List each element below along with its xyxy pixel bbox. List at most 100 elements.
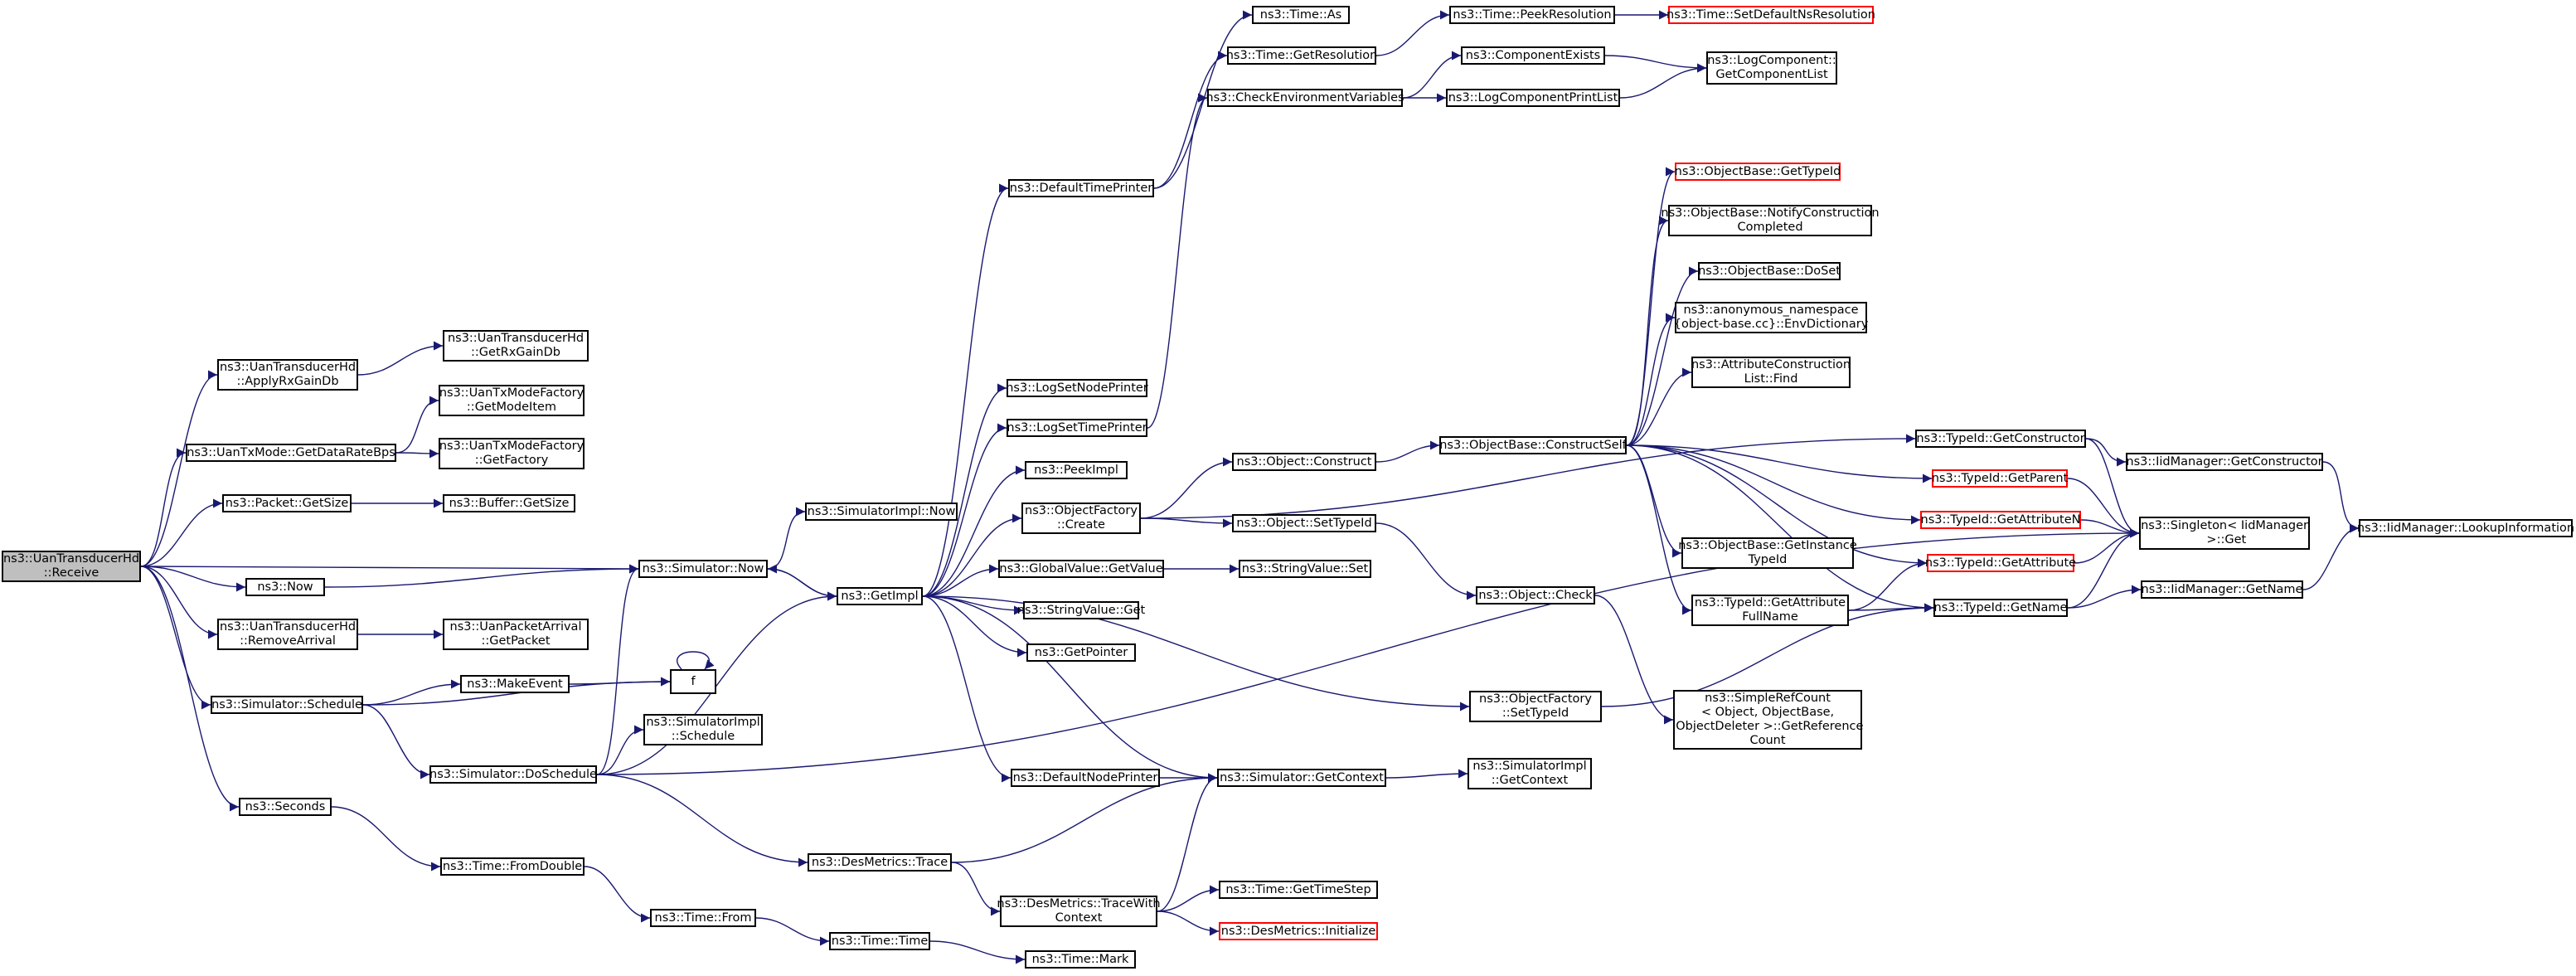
node-dminit[interactable]: ns3::DesMetrics::Initialize — [1219, 922, 1378, 940]
node-simgetctx[interactable]: ns3::Simulator::GetContext — [1217, 769, 1386, 787]
node-simnow[interactable]: ns3::Simulator::Now — [638, 560, 768, 578]
edge-dosched-to-getimpl — [596, 591, 837, 775]
edge-getimpl-to-defnodeprinter — [922, 595, 1011, 783]
edge-dosched-to-simnow — [596, 564, 639, 775]
edge-obconstructself-to-obgetinst — [1626, 444, 1682, 558]
edge-getimpl-to-gvgetvalue — [922, 564, 999, 597]
node-simimplgetctx[interactable]: ns3::SimulatorImpl ::GetContext — [1467, 758, 1592, 789]
node-getmodeitem[interactable]: ns3::UanTxModeFactory ::GetModeItem — [439, 385, 585, 416]
edge-tidgetctor-to-iidgetctor — [2085, 438, 2127, 467]
node-timepeekres[interactable]: ns3::Time::PeekResolution — [1449, 6, 1615, 24]
node-compexists[interactable]: ns3::ComponentExists — [1461, 46, 1605, 65]
node-ofcreate[interactable]: ns3::ObjectFactory ::Create — [1021, 503, 1141, 534]
node-gvgetvalue[interactable]: ns3::GlobalValue::GetValue — [998, 560, 1164, 578]
node-obnotify[interactable]: ns3::ObjectBase::NotifyConstruction Comp… — [1661, 205, 1880, 236]
node-receive[interactable]: ns3::UanTransducerHd ::Receive — [2, 551, 141, 582]
node-f[interactable]: f — [670, 669, 716, 694]
node-getfactory[interactable]: ns3::UanTxModeFactory ::GetFactory — [439, 438, 585, 469]
node-logsetnode[interactable]: ns3::LogSetNodePrinter — [1006, 379, 1148, 397]
node-singletonget[interactable]: ns3::Singleton< IidManager >::Get — [2139, 517, 2310, 550]
node-seconds[interactable]: ns3::Seconds — [239, 798, 332, 816]
node-objconstruct[interactable]: ns3::Object::Construct — [1232, 453, 1376, 471]
edge-receive-to-now — [140, 566, 246, 592]
node-timetime[interactable]: ns3::Time::Time — [829, 932, 930, 950]
node-iidgetctor[interactable]: ns3::IidManager::GetConstructor — [2126, 453, 2323, 471]
node-tidgetname[interactable]: ns3::TypeId::GetName — [1933, 599, 2068, 617]
edge-schedule-to-makeevent — [362, 679, 461, 706]
node-svget[interactable]: ns3::StringValue::Get — [1017, 601, 1145, 619]
edge-getdr-to-getfactory — [395, 449, 439, 459]
edge-dmtracewith-to-simgetctx — [1157, 773, 1218, 912]
node-objcheck[interactable]: ns3::Object::Check — [1476, 586, 1595, 605]
node-obdoset[interactable]: ns3::ObjectBase::DoSet — [1698, 262, 1841, 280]
node-objsettypeid[interactable]: ns3::Object::SetTypeId — [1232, 514, 1376, 532]
node-fromdouble[interactable]: ns3::Time::FromDouble — [440, 857, 585, 876]
node-simimplnow[interactable]: ns3::SimulatorImpl::Now — [805, 503, 958, 521]
node-tidgetparent[interactable]: ns3::TypeId::GetParent — [1932, 469, 2068, 488]
node-logcompget[interactable]: ns3::LogComponent:: GetComponentList — [1706, 51, 1837, 85]
edge-objcheck-to-simplerefcount — [1594, 595, 1674, 725]
edge-ofcreate-to-objconstruct — [1140, 457, 1233, 519]
edge-ofcreate-to-objsettypeid — [1140, 517, 1233, 528]
edge-dmtracewith-to-gettimestep — [1157, 885, 1220, 912]
edge-receive-to-removearr — [140, 566, 218, 639]
node-iidgetname[interactable]: ns3::IidManager::GetName — [2141, 580, 2303, 599]
node-removearr[interactable]: ns3::UanTransducerHd ::RemoveArrival — [217, 619, 358, 650]
node-tidgetattrfull[interactable]: ns3::TypeId::GetAttribute FullName — [1691, 595, 1849, 626]
node-simplerefcount[interactable]: ns3::SimpleRefCount < Object, ObjectBase… — [1673, 690, 1863, 750]
node-tidgetattrn[interactable]: ns3::TypeId::GetAttributeN — [1920, 511, 2081, 529]
node-getimpl[interactable]: ns3::GetImpl — [837, 587, 923, 605]
node-peekimpl[interactable]: ns3::PeekImpl — [1025, 461, 1128, 479]
edge-receive-to-schedule — [140, 566, 211, 710]
node-dmtracewith[interactable]: ns3::DesMetrics::TraceWith Context — [997, 896, 1161, 927]
node-timegetres[interactable]: ns3::Time::GetResolution — [1226, 46, 1377, 65]
edge-obconstructself-to-obnotify — [1626, 216, 1669, 446]
node-getpacket[interactable]: ns3::UanPacketArrival ::GetPacket — [443, 619, 589, 650]
node-schedule[interactable]: ns3::Simulator::Schedule — [211, 696, 363, 714]
edge-iidgetname-to-iidlookup — [2302, 523, 2360, 590]
node-applyrx[interactable]: ns3::UanTransducerHd ::ApplyRxGainDb — [217, 359, 358, 391]
edge-deftimeprinter-to-timeas — [1153, 10, 1253, 189]
node-timesetdef[interactable]: ns3::Time::SetDefaultNsResolution — [1666, 6, 1875, 24]
node-getpointer[interactable]: ns3::GetPointer — [1026, 643, 1136, 662]
edge-objconstruct-to-obconstructself — [1375, 440, 1440, 463]
node-getdr[interactable]: ns3::UanTxMode::GetDataRateBps — [186, 444, 396, 462]
node-obconstructself[interactable]: ns3::ObjectBase::ConstructSelf — [1439, 436, 1627, 454]
edge-timegetres-to-timepeekres — [1375, 10, 1450, 56]
node-tidgetctor[interactable]: ns3::TypeId::GetConstructor — [1915, 430, 2086, 448]
edge-seconds-to-fromdouble — [331, 806, 441, 872]
node-timemark[interactable]: ns3::Time::Mark — [1025, 950, 1136, 969]
node-defnodeprinter[interactable]: ns3::DefaultNodePrinter — [1011, 769, 1160, 787]
node-gettimestep[interactable]: ns3::Time::GetTimeStep — [1219, 881, 1378, 899]
node-now[interactable]: ns3::Now — [245, 578, 325, 596]
node-pktsize[interactable]: ns3::Packet::GetSize — [222, 494, 352, 512]
edge-simnow-to-simimplnow — [767, 507, 806, 570]
node-dmtrace[interactable]: ns3::DesMetrics::Trace — [808, 853, 952, 872]
node-envdict[interactable]: ns3::anonymous_namespace {object-base.cc… — [1674, 302, 1868, 333]
edge-obconstructself-to-tidgetattrfull — [1626, 444, 1692, 615]
node-ofsettypeid[interactable]: ns3::ObjectFactory ::SetTypeId — [1469, 691, 1602, 722]
node-timefrom[interactable]: ns3::Time::From — [650, 909, 756, 927]
node-bufsize[interactable]: ns3::Buffer::GetSize — [443, 494, 575, 512]
node-makeevent[interactable]: ns3::MakeEvent — [460, 675, 570, 693]
node-dosched[interactable]: ns3::Simulator::DoSchedule — [429, 765, 597, 784]
edge-getimpl-to-logsettime — [922, 423, 1007, 597]
node-attrfind[interactable]: ns3::AttributeConstruction List::Find — [1691, 357, 1851, 388]
edge-objsettypeid-to-objcheck — [1375, 522, 1477, 600]
node-obgetinst[interactable]: ns3::ObjectBase::GetInstance TypeId — [1678, 537, 1857, 569]
edge-timefrom-to-timetime — [755, 917, 830, 946]
node-simimplsched[interactable]: ns3::SimulatorImpl ::Schedule — [643, 714, 763, 745]
node-obgettypeid[interactable]: ns3::ObjectBase::GetTypeId — [1675, 163, 1841, 181]
edge-logsettime-to-checkenv — [1147, 93, 1208, 429]
node-logsettime[interactable]: ns3::LogSetTimePrinter — [1007, 419, 1147, 437]
node-iidlookup[interactable]: ns3::IidManager::LookupInformation — [2357, 519, 2574, 537]
node-tidgetattr[interactable]: ns3::TypeId::GetAttribute — [1925, 554, 2076, 572]
edge-dosched-to-singletonget — [596, 528, 2140, 775]
node-getrx[interactable]: ns3::UanTransducerHd ::GetRxGainDb — [443, 330, 589, 362]
node-checkenv[interactable]: ns3::CheckEnvironmentVariables — [1206, 89, 1404, 107]
node-timeas[interactable]: ns3::Time::As — [1252, 6, 1350, 24]
edge-f-to-f — [677, 651, 715, 670]
node-logcompprint[interactable]: ns3::LogComponentPrintList — [1446, 89, 1620, 107]
node-svset[interactable]: ns3::StringValue::Set — [1239, 560, 1371, 578]
node-deftimeprinter[interactable]: ns3::DefaultTimePrinter — [1008, 179, 1154, 197]
